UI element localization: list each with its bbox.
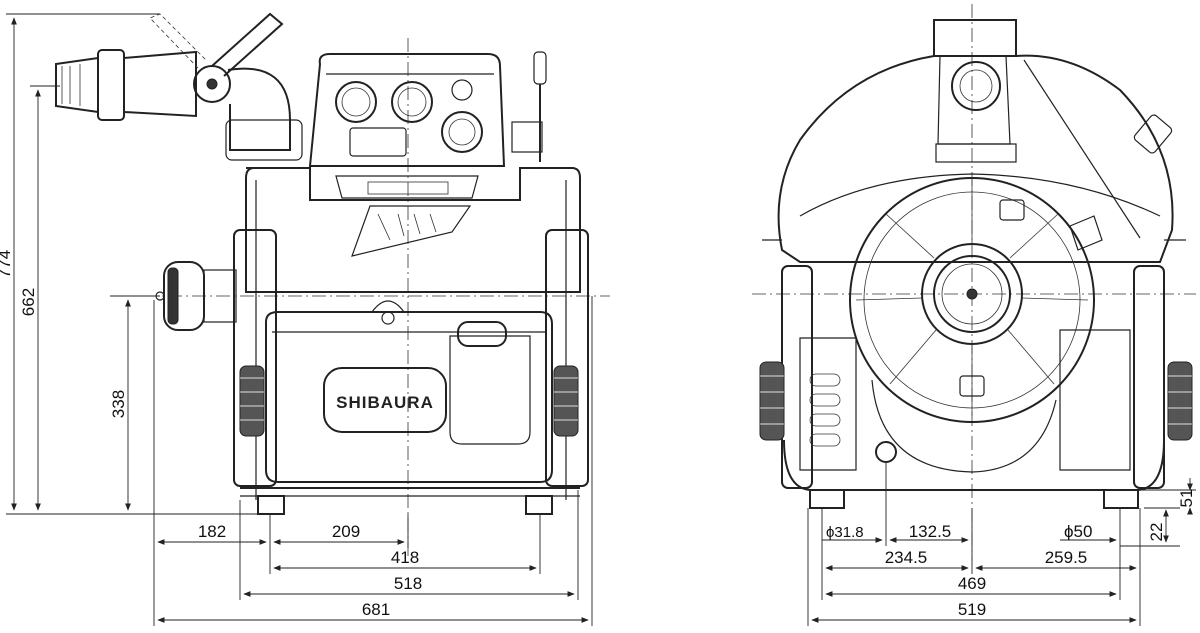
discharge-elbow <box>227 67 291 151</box>
throttle-lever-handle <box>533 51 547 85</box>
front-frame-left <box>781 265 813 489</box>
warning-label-lower <box>959 375 985 397</box>
discharge-outlet <box>55 12 303 161</box>
oil-tank <box>449 335 531 445</box>
foot-right <box>525 495 553 515</box>
dim-label-518: 518 <box>394 574 422 593</box>
grip-left <box>239 365 265 437</box>
dim-label-469: 469 <box>958 574 986 593</box>
dim-label-681: 681 <box>362 600 390 619</box>
brand-plate <box>323 367 447 433</box>
dim-label-22: 22 <box>1147 523 1166 542</box>
front-engine <box>871 379 1057 473</box>
priming-knob <box>451 79 473 101</box>
drain-cock <box>875 441 897 463</box>
front-muffler <box>799 337 857 471</box>
dim-label-phi31-8: ϕ31.8 <box>826 524 864 541</box>
front-knob <box>1069 215 1103 251</box>
front-cap <box>1133 114 1173 154</box>
front-foot-right <box>1103 489 1139 509</box>
dim-label-338: 338 <box>109 390 128 418</box>
dim-label-209: 209 <box>332 522 360 541</box>
carry-handle <box>371 300 405 313</box>
dim-label-774: 774 <box>0 250 14 278</box>
pressure-gauge-right <box>391 81 433 123</box>
front-hood <box>777 54 1174 263</box>
dim-label-51: 51 <box>1177 489 1196 508</box>
oil-cap <box>457 321 507 347</box>
dim-label-182: 182 <box>198 522 226 541</box>
fuel-cap <box>441 111 483 153</box>
brand-label: SHIBAURA <box>336 393 434 412</box>
suction-coupling <box>155 261 237 331</box>
dim-label-132-5: 132.5 <box>909 522 952 541</box>
control-panel-window <box>349 127 407 157</box>
side-top-housing <box>308 53 506 167</box>
front-frame-right <box>1133 265 1165 489</box>
front-discharge-tower <box>933 19 1017 163</box>
warning-label-upper <box>999 199 1025 221</box>
valve-handle <box>211 12 284 77</box>
front-right-tank <box>1059 329 1131 471</box>
dim-label-234-5: 234.5 <box>885 548 928 567</box>
grip-right <box>553 365 579 437</box>
pressure-gauge-left <box>335 81 377 123</box>
dim-label-662: 662 <box>19 288 38 316</box>
foot-left <box>257 495 285 515</box>
dim-label-phi50: ϕ50 <box>1064 522 1092 541</box>
front-grip-right <box>1167 361 1193 441</box>
side-mid-body <box>245 167 581 293</box>
front-base-frame <box>783 439 1165 491</box>
front-view: ϕ31.8 132.5 ϕ50 234.5 259.5 469 519 22 5… <box>752 4 1196 626</box>
side-frame-right <box>545 229 589 487</box>
side-frame-left <box>233 229 277 487</box>
series-logo <box>351 205 472 257</box>
air-intake-grille <box>335 175 479 199</box>
fuel-tank <box>265 311 553 483</box>
front-foot-left <box>809 489 845 509</box>
dim-label-259-5: 259.5 <box>1045 548 1088 567</box>
side-view: SHIBAURA <box>0 12 610 626</box>
front-grip-left <box>759 361 785 441</box>
dim-label-519: 519 <box>958 600 986 619</box>
dim-label-418: 418 <box>391 548 419 567</box>
